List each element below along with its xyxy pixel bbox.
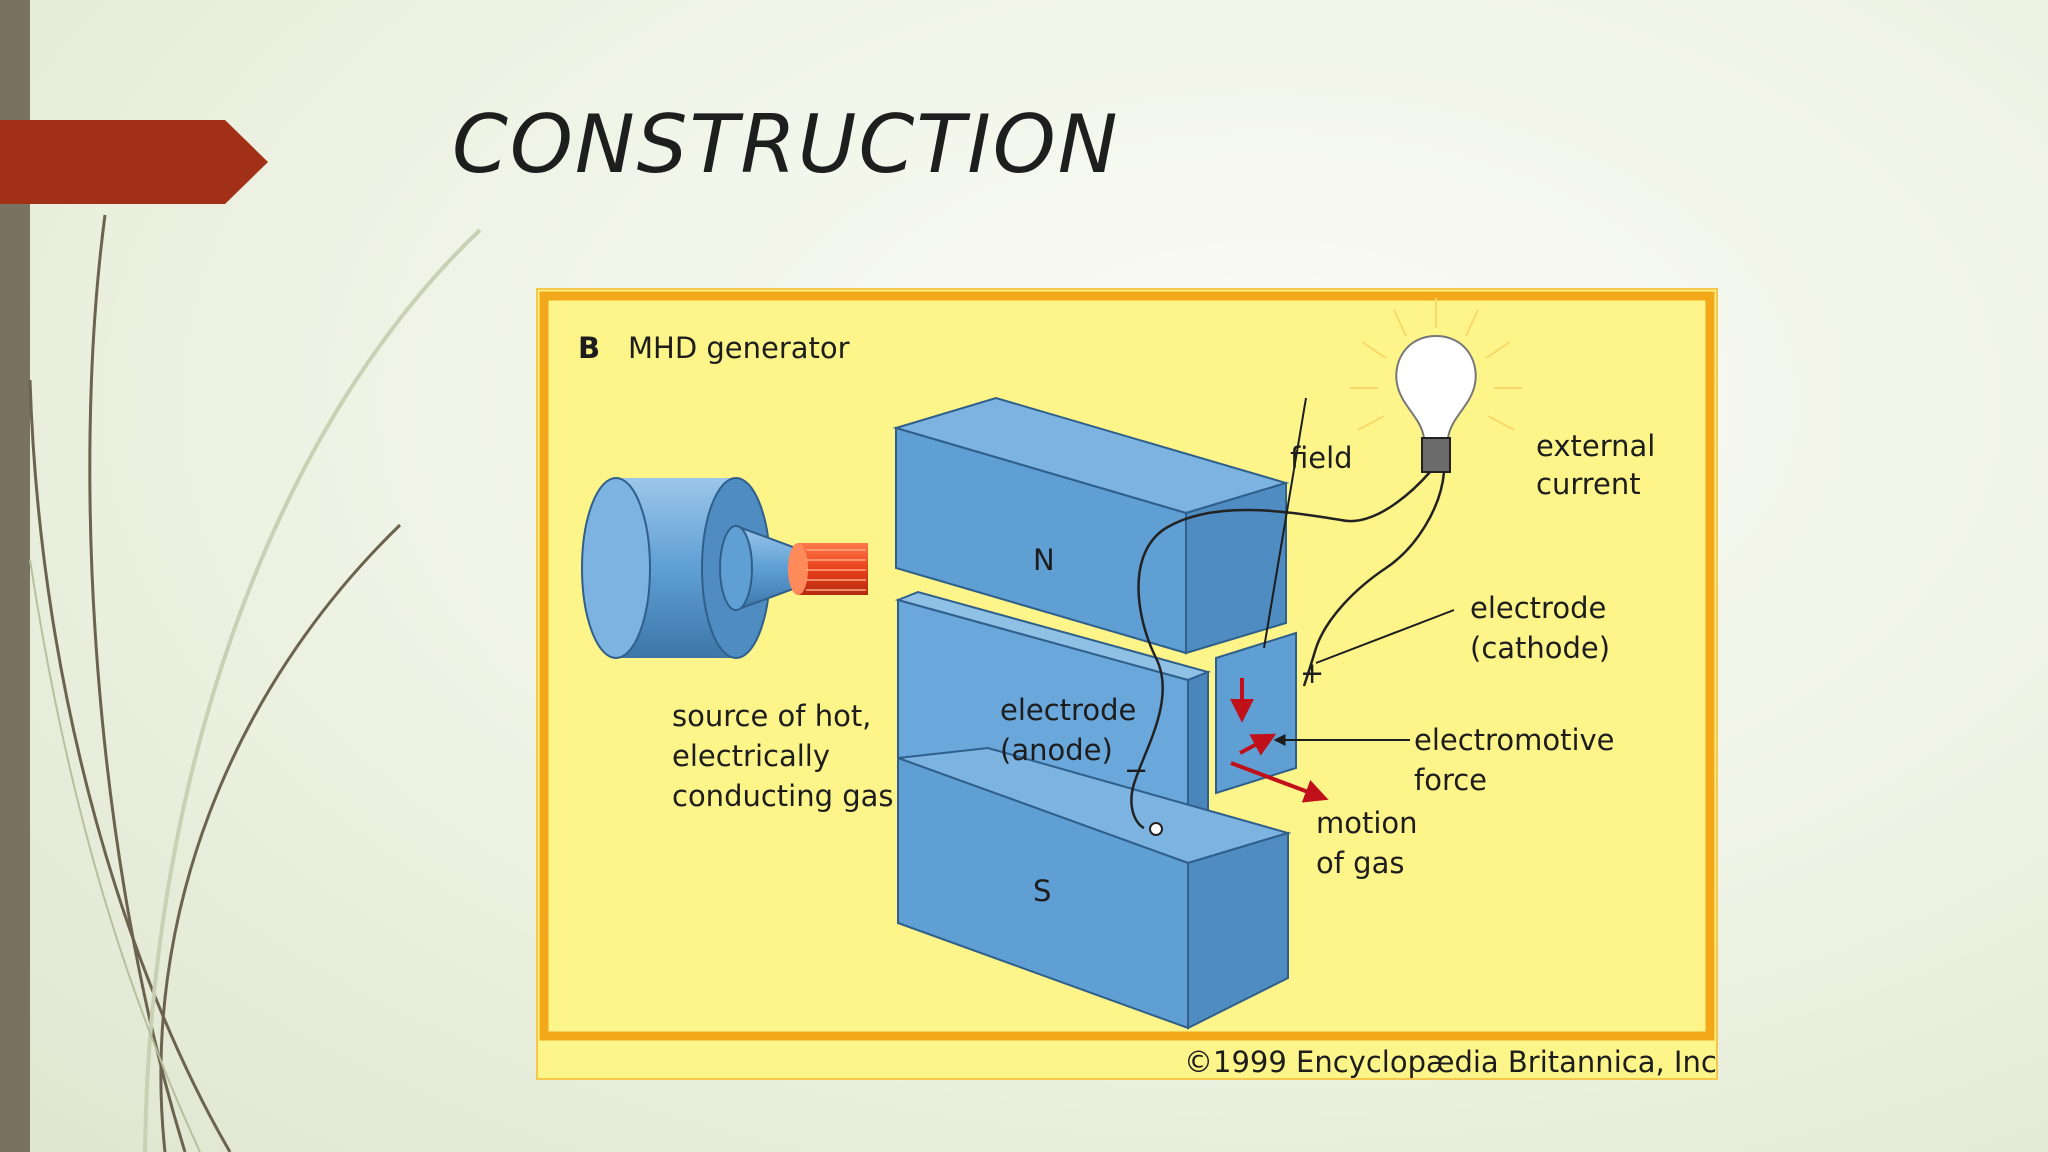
motion-arrow xyxy=(1230,761,1329,803)
label-source-line3: conducting gas xyxy=(672,779,894,813)
copyright-notice: ©1999 Encyclopædia Britannica, Inc. xyxy=(1184,1045,1718,1079)
label-external-current-line1: external xyxy=(1536,429,1655,463)
anode-terminal xyxy=(1149,822,1163,836)
decorative-curves xyxy=(28,214,482,1152)
light-bulb-icon xyxy=(1350,298,1522,473)
magnet-south-label: S xyxy=(1033,874,1051,908)
mhd-generator-diagram: B MHD generator N xyxy=(536,288,1718,1080)
label-emf-line2: force xyxy=(1414,763,1487,797)
label-external-current-line2: current xyxy=(1536,467,1641,501)
label-emf-line1: electromotive xyxy=(1414,723,1615,757)
label-motion-line1: motion xyxy=(1316,806,1418,840)
label-anode-line1: electrode xyxy=(1000,693,1136,727)
leader-lines xyxy=(1273,609,1455,746)
diagram-frame xyxy=(539,291,1715,1041)
diagram-heading: MHD generator xyxy=(628,331,850,365)
label-cathode-line1: electrode xyxy=(1470,591,1606,625)
label-source-line1: source of hot, xyxy=(672,699,871,733)
south-magnet xyxy=(897,746,1292,1030)
sign-minus: − xyxy=(1124,753,1148,787)
panel-letter: B xyxy=(578,331,600,365)
label-cathode-line2: (cathode) xyxy=(1470,631,1610,665)
label-motion-line2: of gas xyxy=(1316,846,1404,880)
label-field: field xyxy=(1290,441,1353,475)
north-magnet xyxy=(892,396,1290,655)
sign-plus: + xyxy=(1300,656,1324,690)
cathode-electrode xyxy=(1215,631,1297,795)
title-accent-flag xyxy=(0,120,268,204)
emf-arrow xyxy=(1239,733,1277,756)
magnet-north-label: N xyxy=(1033,543,1055,577)
hot-gas-stream xyxy=(788,543,868,595)
field-pointer-line xyxy=(1263,397,1307,649)
label-anode-line2: (anode) xyxy=(1000,733,1113,767)
slide-title: CONSTRUCTION xyxy=(452,98,1120,191)
gas-source-nozzle xyxy=(581,477,802,659)
circuit-wires xyxy=(1130,471,1446,830)
label-source-line2: electrically xyxy=(672,739,830,773)
